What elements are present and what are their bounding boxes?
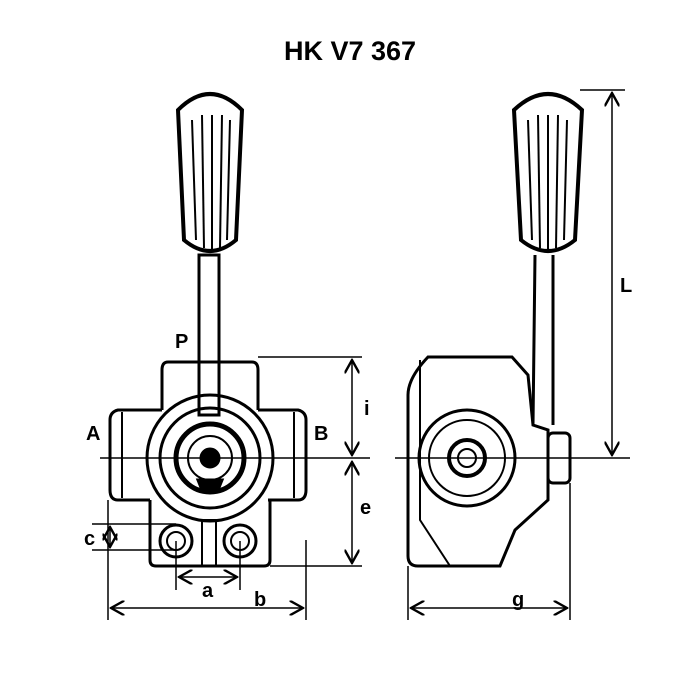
front-view [100, 92, 370, 568]
dimension-label-c: c [84, 528, 95, 550]
front-body-middle [108, 408, 308, 502]
dimension-label-a: a [202, 580, 214, 602]
port-label-a: A [86, 423, 100, 445]
front-lever-stem [197, 253, 221, 417]
side-knob [511, 92, 585, 253]
side-lever-stem [531, 254, 555, 426]
side-view [395, 92, 630, 568]
dimension-label-g: g [512, 589, 524, 611]
dimension-label-i: i [364, 398, 370, 420]
side-body [406, 355, 550, 568]
dimension-label-e: e [360, 497, 371, 519]
front-knob [175, 92, 245, 253]
drawing-title: HK V7 367 [283, 36, 417, 66]
port-label-b: B [314, 423, 328, 445]
front-body-top [160, 360, 260, 410]
side-dimensions [407, 89, 625, 620]
dimension-label-l: L [620, 275, 632, 297]
dimension-label-b: b [254, 589, 266, 611]
front-dimensions [92, 356, 362, 620]
port-label-p: P [175, 331, 188, 353]
